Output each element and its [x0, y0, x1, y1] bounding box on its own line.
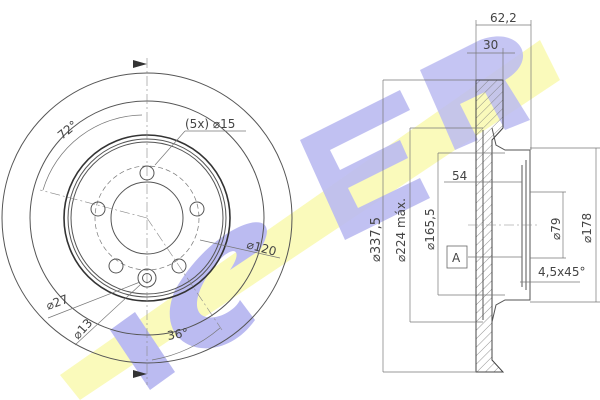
outer-diameter-label: ⌀337,5: [369, 217, 384, 262]
front-view: 72° (5x) ⌀15 ⌀120 ⌀27 ⌀13 36°: [1, 58, 293, 385]
angle-72-label: 72°: [55, 118, 80, 142]
icer-logo-watermark: [60, 36, 560, 400]
bolt-hole: [139, 165, 155, 181]
bolt-holes: [90, 165, 205, 274]
datum-label: A: [452, 251, 461, 265]
diameter-165-label: ⌀165,5: [423, 208, 437, 250]
thickness-label: 30: [483, 38, 498, 52]
bolt-hole: [171, 258, 187, 274]
pilot-inner-label: ⌀13: [70, 316, 95, 342]
bolt-hole: [90, 201, 106, 217]
overall-height-label: 62,2: [490, 11, 517, 25]
chamfer-label: 4,5x45°: [538, 265, 585, 279]
bolt-hole: [108, 258, 124, 274]
pilot-hole: [142, 273, 152, 283]
depth-label: 54: [452, 169, 467, 183]
bolt-holes-label: (5x) ⌀15: [185, 117, 235, 131]
center-bore-label: ⌀79: [549, 218, 563, 241]
angle-36-label: 36°: [166, 325, 189, 342]
datum-box: [446, 245, 468, 269]
pilot-outer-label: ⌀27: [44, 292, 70, 313]
hat-diameter-label: ⌀178: [580, 213, 594, 243]
bolt-hole: [189, 201, 205, 217]
pilot-counterbore: [137, 268, 157, 288]
section-view: A 62,2 30 54 4,5x45° ⌀337,5 ⌀224 máx. ⌀1…: [369, 11, 600, 373]
max-diameter-label: ⌀224 máx.: [394, 198, 408, 262]
